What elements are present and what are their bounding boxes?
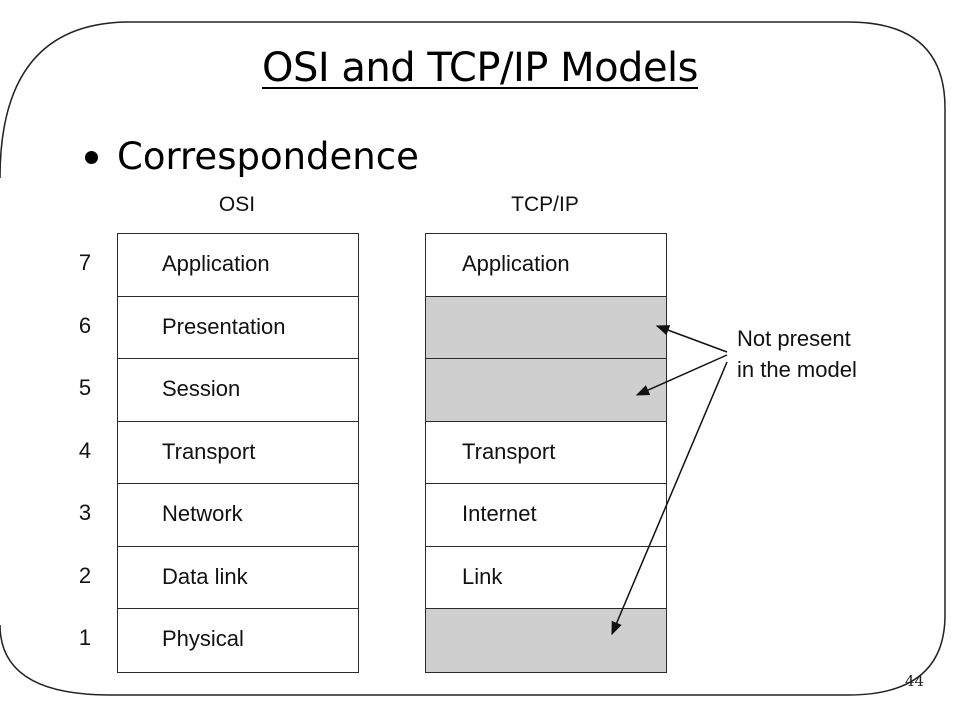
layer-label: Application xyxy=(162,251,270,276)
osi-layer-data-link: Data link xyxy=(118,547,358,609)
tcpip-stack: Application Transport Internet Link xyxy=(425,233,667,673)
layer-label: Presentation xyxy=(162,313,286,339)
not-present-note: Not present in the model xyxy=(737,323,857,385)
layer-label: Data link xyxy=(162,563,248,589)
bullet-dot xyxy=(85,151,98,164)
tcpip-layer-internet: Internet xyxy=(426,484,666,547)
osi-layer-application: Application xyxy=(118,234,358,297)
layer-number: 4 xyxy=(78,438,92,463)
layer-label: Physical xyxy=(162,626,244,651)
osi-stack: Application Presentation Session Transpo… xyxy=(117,233,359,673)
layer-label: Network xyxy=(162,501,243,526)
layer-label: Session xyxy=(162,376,241,401)
layer-label: Transport xyxy=(462,438,556,464)
layer-label: Transport xyxy=(162,438,256,464)
layer-number: 1 xyxy=(78,625,92,650)
osi-column-header: OSI xyxy=(218,193,256,216)
osi-layer-presentation: Presentation xyxy=(118,297,358,359)
layer-number: 6 xyxy=(78,313,92,338)
slide-title: OSI and TCP/IP Models xyxy=(261,45,699,91)
osi-layer-physical: Physical xyxy=(118,609,358,672)
tcpip-layer-absent-5 xyxy=(426,359,666,422)
layer-number: 3 xyxy=(78,500,92,525)
note-line-2: in the model xyxy=(737,357,857,382)
osi-layer-session: Session xyxy=(118,359,358,422)
tcpip-layer-transport: Transport xyxy=(426,422,666,484)
osi-layer-transport: Transport xyxy=(118,422,358,484)
layer-number: 7 xyxy=(78,250,92,275)
tcpip-layer-application: Application xyxy=(426,234,666,297)
bullet-text: Correspondence xyxy=(117,135,419,178)
tcpip-column-header: TCP/IP xyxy=(511,193,579,216)
note-line-1: Not present xyxy=(737,326,851,351)
layer-label: Internet xyxy=(462,501,537,526)
tcpip-layer-absent-6 xyxy=(426,296,666,359)
page-number: 44 xyxy=(905,672,925,690)
tcpip-layer-absent-1 xyxy=(426,609,666,672)
tcpip-layer-link: Link xyxy=(426,547,666,609)
layer-label: Application xyxy=(462,251,570,276)
layer-label: Link xyxy=(462,563,503,589)
layer-number: 5 xyxy=(78,375,92,400)
osi-layer-network: Network xyxy=(118,484,358,547)
layer-number: 2 xyxy=(78,563,92,588)
